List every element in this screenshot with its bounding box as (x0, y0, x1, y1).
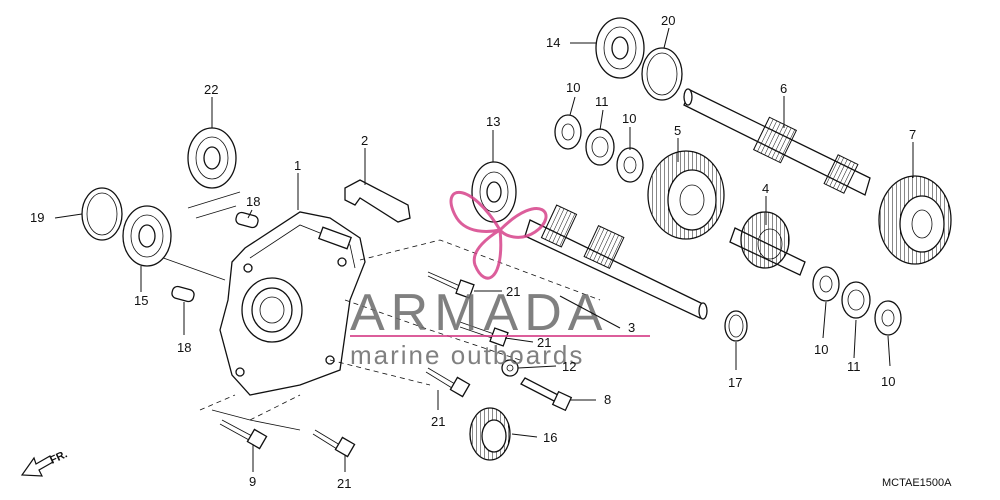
bearing-15 (122, 205, 172, 267)
mainshaft-6 (683, 88, 871, 196)
callout-21-c: 21 (431, 414, 445, 429)
callout-8: 8 (604, 392, 611, 407)
callout-14: 14 (546, 35, 560, 50)
callout-20: 20 (661, 13, 675, 28)
callout-18-b: 18 (177, 340, 191, 355)
callout-1: 1 (294, 158, 301, 173)
oil-seal-16 (469, 407, 511, 461)
callout-10-a: 10 (566, 80, 580, 95)
callout-10-c: 10 (814, 342, 828, 357)
leader-lines (54, 27, 914, 472)
callout-22: 22 (204, 82, 218, 97)
callout-15: 15 (134, 293, 148, 308)
callout-9: 9 (249, 474, 256, 489)
bolt-21-bottom (312, 429, 356, 458)
circlip-19 (81, 187, 123, 241)
bolt-8 (520, 377, 573, 412)
callout-21-b: 21 (537, 335, 551, 350)
callout-13: 13 (486, 114, 500, 129)
callout-numbers: 1 2 3 4 5 6 7 8 9 10 10 10 10 11 11 12 1… (30, 13, 916, 491)
diagram-code: MCTAE1500A (882, 477, 952, 489)
bolt-21-upper (427, 271, 475, 299)
washer-10-bottom-left (812, 266, 840, 302)
bolt-21-lower-center (425, 367, 471, 398)
washer-10-bottom-right (874, 300, 902, 336)
washer-11-bottom (841, 281, 871, 319)
callout-21-d: 21 (337, 476, 351, 491)
front-direction-marker: FR. (20, 448, 69, 477)
callout-3: 3 (628, 320, 635, 335)
callout-19: 19 (30, 210, 44, 225)
dowel-pin-18-upper (235, 211, 259, 229)
propeller-logo-icon (449, 191, 548, 280)
front-arrow-icon (20, 455, 54, 477)
bolt-9 (219, 419, 268, 450)
callout-16: 16 (543, 430, 557, 445)
washer-11-top (585, 128, 615, 166)
callout-21-a: 21 (506, 284, 520, 299)
callout-17: 17 (728, 375, 742, 390)
gear-4 (729, 211, 806, 276)
callout-10-b: 10 (622, 111, 636, 126)
front-label: FR. (48, 448, 69, 466)
callout-11-a: 11 (595, 94, 609, 109)
dowel-pin-18-lower (171, 285, 195, 303)
callout-2: 2 (361, 133, 368, 148)
breather-tube-2 (344, 179, 411, 223)
callout-11-b: 11 (847, 359, 861, 374)
circlip-17 (724, 310, 748, 342)
callout-5: 5 (674, 123, 681, 138)
washer-10-top-left (554, 114, 582, 150)
callout-6: 6 (780, 81, 787, 96)
circlip-20 (641, 47, 683, 101)
washer-10-top-right (616, 147, 644, 183)
callout-12: 12 (562, 359, 576, 374)
countershaft-3 (524, 204, 708, 320)
watermark-brand: ARMADA (350, 284, 608, 342)
transmission-cover (219, 211, 366, 396)
callout-4: 4 (762, 181, 769, 196)
callout-7: 7 (909, 127, 916, 142)
bearing-14 (595, 17, 645, 79)
callout-10-d: 10 (881, 374, 895, 389)
gear-7 (878, 175, 952, 265)
assembly-guide-lines (154, 191, 601, 431)
bearing-22 (187, 127, 237, 189)
armada-watermark: ARMADA marine outboards (350, 191, 650, 370)
callout-18-a: 18 (246, 194, 260, 209)
watermark-tagline: marine outboards (350, 340, 584, 370)
bearing-13 (471, 161, 517, 223)
gear-5 (647, 150, 725, 240)
